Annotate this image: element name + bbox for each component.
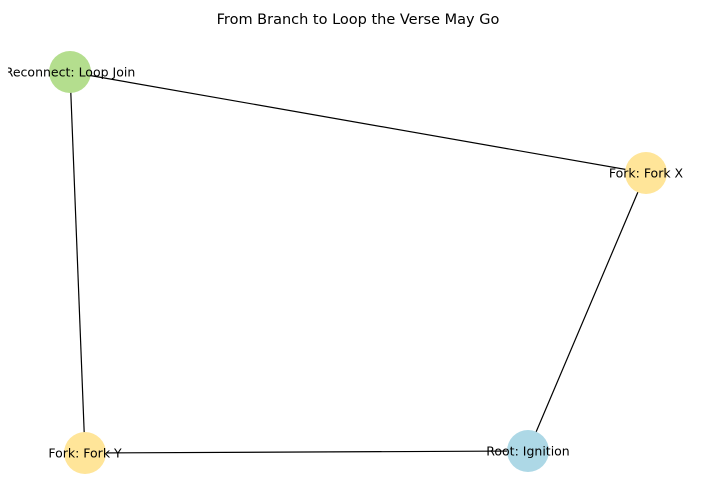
- node-forkx: Fork: Fork X: [609, 152, 684, 194]
- node-label-root: Root: Ignition: [486, 444, 569, 459]
- node-forky: Fork: Fork Y: [48, 432, 122, 474]
- node-label-forky: Fork: Fork Y: [48, 446, 122, 461]
- node-reconnect: Reconnect: Loop Join: [5, 51, 136, 93]
- edge-reconnect-forkx: [69, 71, 647, 174]
- node-circle-root: [507, 430, 549, 472]
- node-label-forkx: Fork: Fork X: [609, 166, 684, 181]
- diagram-title: From Branch to Loop the Verse May Go: [217, 12, 500, 28]
- node-circle-reconnect: [49, 51, 91, 93]
- node-circle-forkx: [625, 152, 667, 194]
- edge-root-forkx: [527, 172, 647, 452]
- node-label-reconnect: Reconnect: Loop Join: [5, 65, 136, 80]
- edge-forky-root: [84, 450, 529, 454]
- edges-layer: [69, 71, 647, 454]
- node-root: Root: Ignition: [486, 430, 570, 472]
- edge-reconnect-forky: [69, 71, 86, 454]
- node-circle-forky: [64, 432, 106, 474]
